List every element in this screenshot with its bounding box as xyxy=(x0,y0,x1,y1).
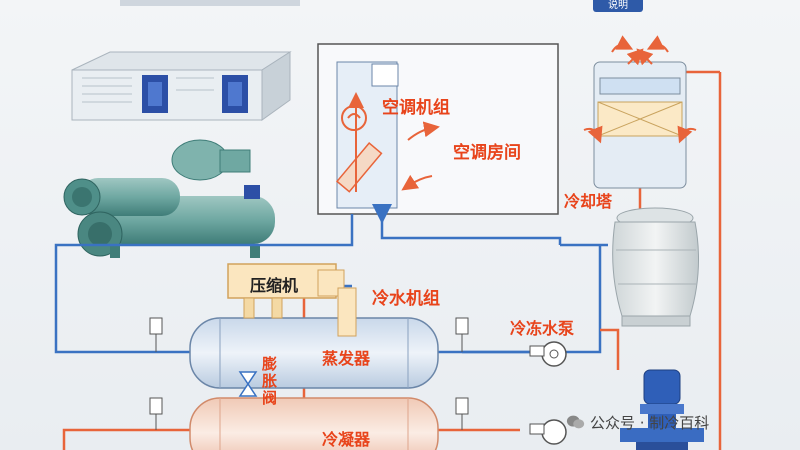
chiller-machine-image xyxy=(63,139,275,258)
compressor-block xyxy=(227,263,357,337)
label-ac-room: 空调房间 xyxy=(453,143,521,163)
air-handling-unit-image xyxy=(71,51,292,121)
pressure-gauges xyxy=(149,317,469,430)
watermark-text: 公众号 · 制冷百科 xyxy=(590,414,710,432)
wechat-icon xyxy=(566,415,585,429)
label-ac-unit: 空调机组 xyxy=(382,98,450,118)
label-chiller-unit: 冷水机组 xyxy=(372,289,440,309)
vertical-pump-image xyxy=(620,369,704,450)
label-expansion-valve: 膨胀阀 xyxy=(262,355,278,407)
expansion-valve xyxy=(238,371,258,397)
chilled-water-pump xyxy=(529,341,567,445)
ac-room-box xyxy=(317,43,559,215)
header-strip xyxy=(120,0,300,6)
label-cooling-tower: 冷却塔 xyxy=(564,192,613,211)
evaporator-tank xyxy=(189,317,439,389)
label-condenser: 冷凝器 xyxy=(322,430,371,449)
label-chilled-water-pump: 冷冻水泵 xyxy=(510,319,575,338)
explanation-badge[interactable]: 说明 xyxy=(593,0,643,12)
label-compressor: 压缩机 xyxy=(250,276,299,295)
cooling-tower-schematic xyxy=(583,35,697,189)
label-evaporator: 蒸发器 xyxy=(322,349,371,368)
cooling-tower-image xyxy=(612,207,700,327)
condenser-tank xyxy=(189,397,439,450)
